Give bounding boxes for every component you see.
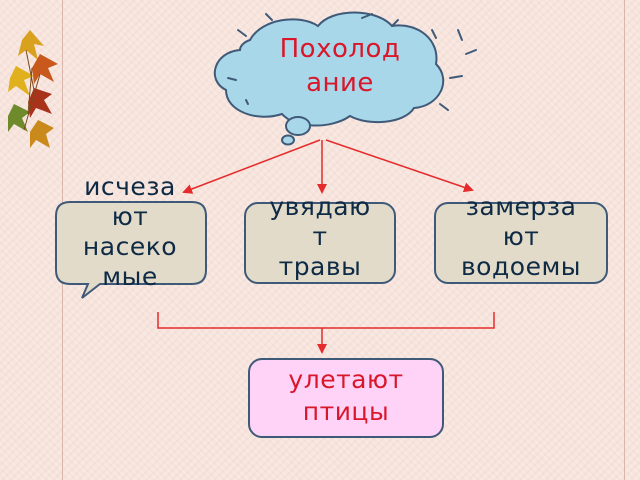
- result-label: улетают птицы: [288, 365, 404, 426]
- cloud-dashes: [227, 13, 477, 111]
- node-water-label: замерза ют водоемы: [460, 192, 582, 281]
- thought-cloud: [213, 11, 445, 146]
- node-water-box: [434, 202, 608, 284]
- node-grass-box: [244, 202, 396, 284]
- node-grass-label: увядаю т травы: [269, 192, 371, 281]
- root-arrows: [182, 139, 474, 194]
- frame-line-right: [624, 0, 625, 480]
- autumn-leaves-icon: [8, 30, 58, 148]
- root-label: Похолод ание: [279, 34, 401, 98]
- node-insects-box: [55, 201, 207, 299]
- node-insects-label: исчеза ют насеко мые: [82, 172, 178, 291]
- result-connector: [157, 312, 495, 354]
- result-box: [248, 358, 444, 438]
